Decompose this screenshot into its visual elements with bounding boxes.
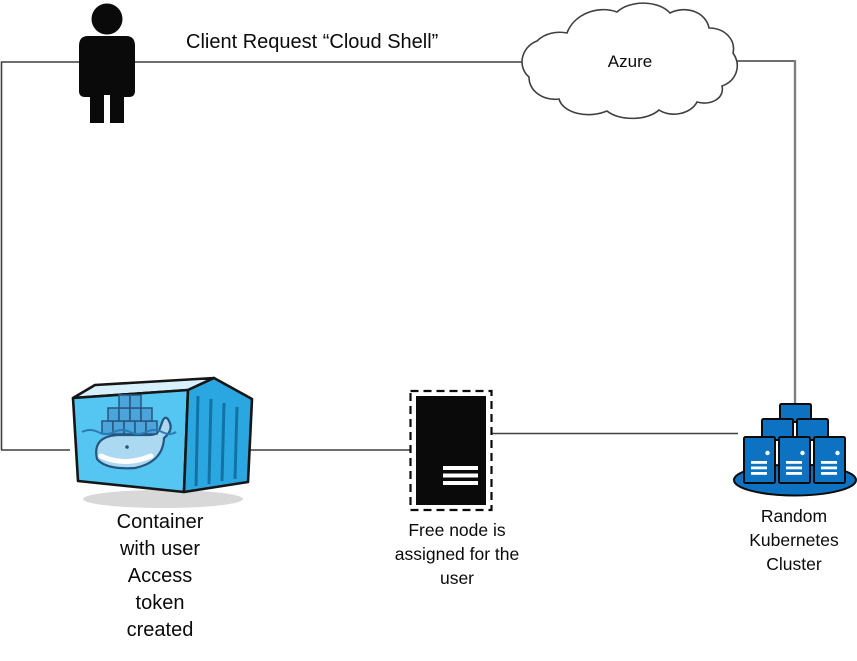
docker-whale-logo [81, 394, 177, 470]
kubernetes-cluster-caption: Random Kubernetes Cluster [749, 506, 839, 574]
whale-waterline [81, 429, 177, 435]
container-shadow [83, 490, 243, 508]
client-request-label: Client Request “Cloud Shell” [186, 31, 439, 53]
free-node-server-icon [409, 389, 493, 512]
user-head [91, 3, 123, 35]
node-vent-lines [443, 466, 478, 485]
free-node-caption: Free node is assigned for the user [394, 520, 520, 588]
user-silhouette-icon [79, 3, 135, 123]
docker-container-icon [71, 376, 254, 508]
cluster-server-details [751, 450, 840, 475]
whale-belly [98, 453, 154, 464]
container-side-slats [194, 395, 239, 487]
user-body [79, 36, 135, 123]
container-caption: Container with user Access token created [116, 511, 204, 641]
whale-eye [125, 445, 129, 449]
container-side-face [182, 376, 254, 494]
cloud-outline [521, 2, 738, 120]
node-body [416, 396, 486, 505]
cluster-front-row [743, 436, 846, 484]
cluster-server-top [779, 403, 812, 423]
azure-cloud-label: Azure [607, 52, 653, 71]
cluster-server-mid-left [761, 418, 794, 441]
kubernetes-cluster-icon [733, 403, 857, 497]
whale-cargo-boxes [101, 394, 158, 435]
azure-cloud-icon [521, 2, 738, 120]
cluster-server-mid-right [796, 418, 829, 441]
